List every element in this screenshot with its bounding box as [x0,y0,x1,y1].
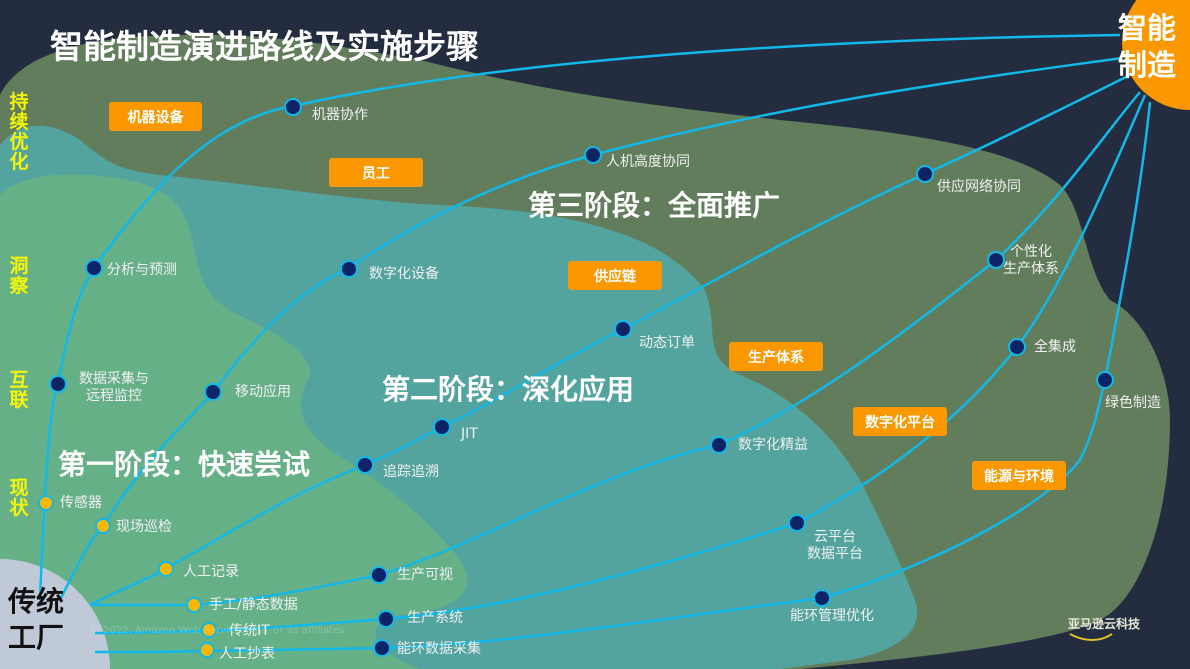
nodes-future [49,98,1114,657]
node-label-sensor: 传感器 [60,495,102,511]
copyright-watermark: © 2022, Amazon Web Services, Inc. or its… [90,625,348,636]
node-label-full-integration: 全集成 [1034,339,1076,355]
axis-label-optimize: 持续优化 [9,91,29,173]
brand-smile-icon [1069,633,1113,641]
brand-logo: 亚马逊云科技 [1068,617,1141,631]
node-label-inspection: 现场巡检 [116,519,172,535]
node-label-data-collect: 数据采集与 远程监控 [74,371,154,405]
node-label-machine-collab: 机器协作 [312,107,368,123]
node-label-production-sys: 生产系统 [407,610,463,626]
node-label-manual-record: 人工记录 [183,564,239,580]
node-label-energy-collect: 能环数据采集 [397,641,481,657]
node-label-cloud-line1: 云平台 [814,529,856,545]
node-label-personalized-line2: 生产体系 [1003,261,1059,277]
node-label-analysis-predict: 分析与预测 [107,262,177,278]
stage1-title: 第一阶段：快速尝试 [58,448,311,481]
axis-label-insight: 洞察 [9,255,29,297]
tag-digital-platform: 数字化平台 [853,407,947,436]
node-label-data-collect-line2: 远程监控 [86,388,142,404]
axis-label-connect: 互联 [9,369,29,411]
node-label-production-visual: 生产可视 [397,567,453,583]
goal-label: 智能制造 [1117,11,1176,82]
node-label-energy-mgmt: 能环管理优化 [790,608,874,624]
node-label-personalized-line1: 个性化 [1010,244,1052,260]
origin-circle [0,559,110,669]
goal-circle [1122,0,1190,110]
node-label-supply-network: 供应网络协同 [937,179,1021,195]
node-label-cloud-line2: 数据平台 [807,546,863,562]
node-label-trace: 追踪追溯 [383,464,439,480]
node-label-manual-static: 手工/静态数据 [209,597,298,613]
tag-staff: 员工 [329,158,423,187]
node-label-data-collect-line1: 数据采集与 [79,371,149,387]
stage3-title: 第三阶段：全面推广 [528,189,781,222]
node-label-legacy-it: 传统IT [229,623,270,639]
stage2-title: 第二阶段：深化应用 [382,373,635,406]
node-label-green-mfg: 绿色制造 [1105,395,1161,411]
stage1-region [0,174,468,669]
node-label-digital-lean: 数字化精益 [738,437,808,453]
tag-energy-environment: 能源与环境 [972,461,1066,490]
page-title: 智能制造演进路线及实施步骤 [50,27,479,66]
node-label-jit: JIT [461,426,478,442]
tag-machines: 机器设备 [109,102,202,131]
node-label-mobile-app: 移动应用 [235,384,291,400]
node-label-dynamic-order: 动态订单 [639,335,695,351]
node-label-human-machine: 人机高度协同 [606,154,690,170]
axis-label-current: 现状 [9,477,29,519]
tag-supply-chain: 供应链 [568,261,662,290]
nodes-current [38,495,217,658]
node-label-digital-device: 数字化设备 [369,266,439,282]
node-label-personalized: 个性化 生产体系 [1000,244,1062,278]
node-label-cloud-platform: 云平台 数据平台 [800,529,870,563]
tag-production-system: 生产体系 [729,342,823,371]
origin-label: 传统工厂 [8,585,65,654]
node-label-manual-meter: 人工抄表 [219,646,275,662]
